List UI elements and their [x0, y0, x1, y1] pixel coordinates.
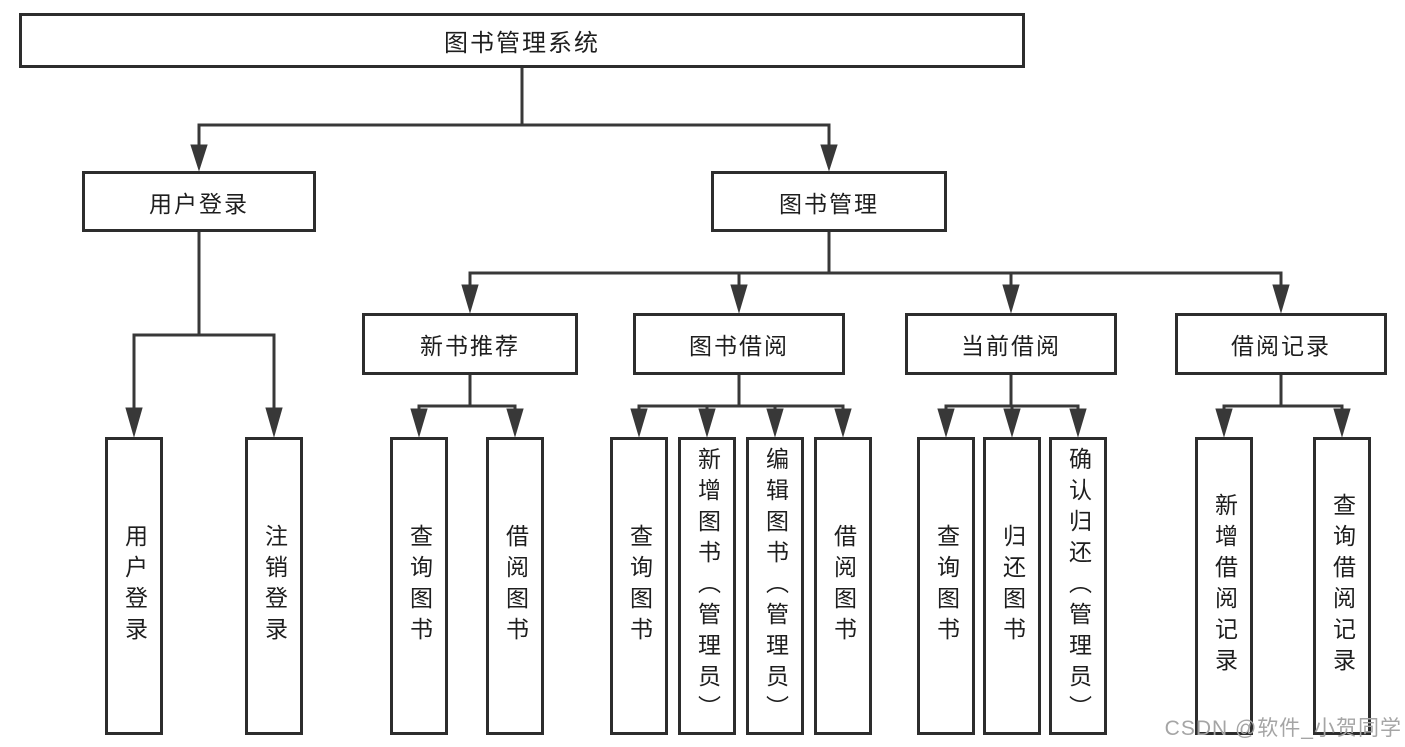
- leaf-borrow-books: 借阅图书: [814, 437, 872, 735]
- leaf-edit-books-admin: 编辑图书（管理员）: [746, 437, 804, 735]
- leaf-add-borrow-record: 新增借阅记录: [1195, 437, 1253, 735]
- leaf-query-books-borrow: 查询图书: [610, 437, 668, 735]
- leaf-add-books-admin: 新增图书（管理员）: [678, 437, 736, 735]
- leaf-logout: 注销登录: [245, 437, 303, 735]
- leaf-borrow-books-recommend: 借阅图书: [486, 437, 544, 735]
- edge-borrow-records-to-leaves: [1215, 372, 1351, 438]
- edge-book-mgmt-to-level3: [461, 229, 1290, 314]
- leaf-query-borrow-record: 查询借阅记录: [1313, 437, 1371, 735]
- node-root-system: 图书管理系统: [19, 13, 1025, 68]
- node-user-login: 用户登录: [82, 171, 316, 232]
- leaf-user-login: 用户登录: [105, 437, 163, 735]
- node-new-book-recommend: 新书推荐: [362, 313, 578, 375]
- node-current-borrow: 当前借阅: [905, 313, 1117, 375]
- node-book-management: 图书管理: [711, 171, 947, 232]
- edge-current-borrow-to-leaves: [937, 372, 1087, 438]
- edge-new-book-to-leaves: [410, 372, 524, 438]
- leaf-confirm-return-admin: 确认归还（管理员）: [1049, 437, 1107, 735]
- csdn-watermark: CSDN @软件_小贺同学: [1164, 717, 1402, 740]
- leaf-return-books: 归还图书: [983, 437, 1041, 735]
- edge-root-to-level2: [190, 66, 838, 172]
- edge-user-login-to-leaves: [125, 229, 283, 438]
- leaf-query-books-current: 查询图书: [917, 437, 975, 735]
- node-book-borrow: 图书借阅: [633, 313, 845, 375]
- leaf-query-books-recommend: 查询图书: [390, 437, 448, 735]
- edge-book-borrow-to-leaves: [630, 372, 852, 438]
- node-borrow-records: 借阅记录: [1175, 313, 1387, 375]
